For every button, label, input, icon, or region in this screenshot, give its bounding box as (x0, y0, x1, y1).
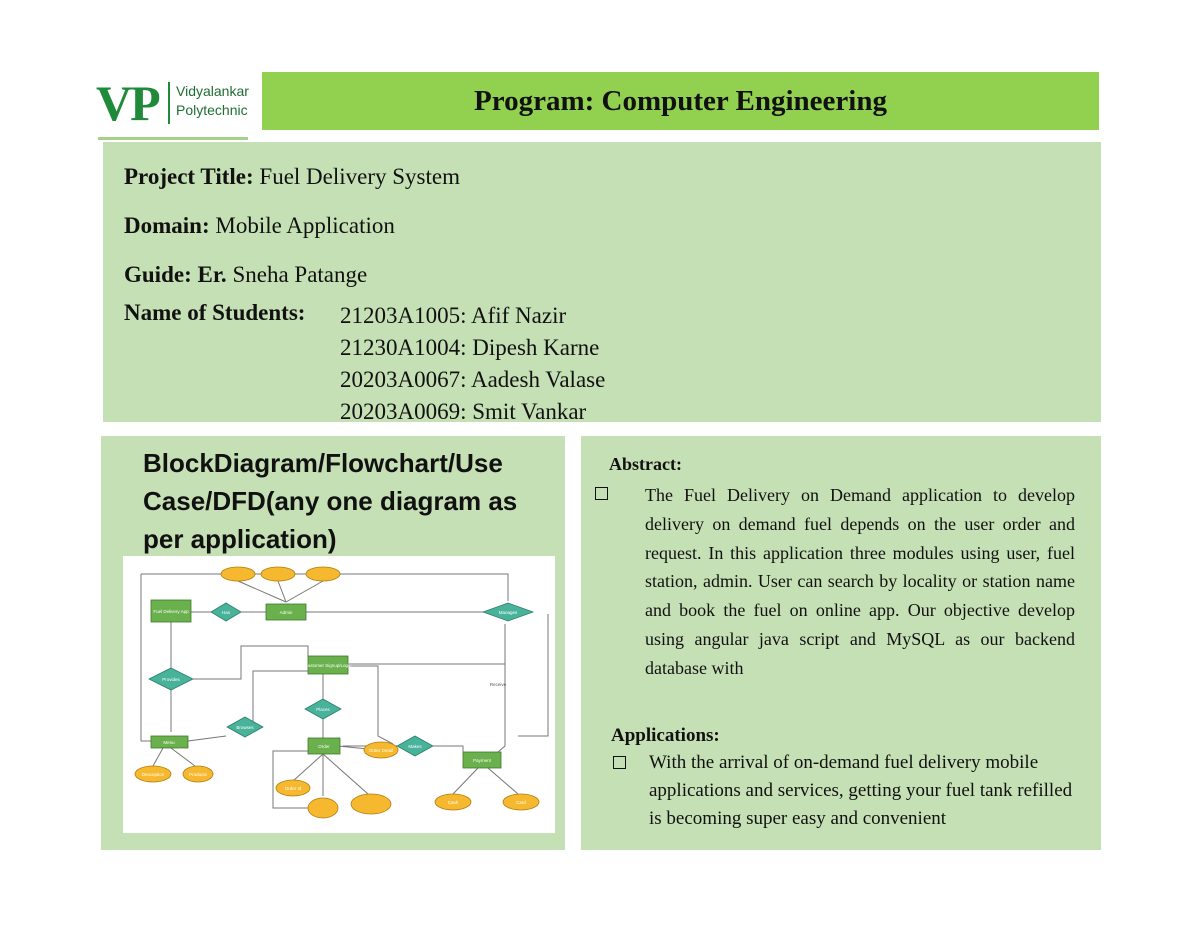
abstract-text: The Fuel Delivery on Demand application … (645, 485, 1075, 678)
attr-order-detail (363, 741, 399, 759)
project-title-label: Project Title: (124, 164, 254, 189)
domain-value: Mobile Application (215, 213, 395, 238)
domain-row: Domain: Mobile Application (124, 213, 395, 239)
logo-text: Vidyalankar Polytechnic (176, 82, 249, 120)
er-diagram-svg: Fuel Delivery App Has Admin Manages Prov… (134, 566, 549, 819)
checkbox-bullet-icon (595, 487, 608, 500)
rel-provides (148, 667, 194, 691)
checkbox-bullet-icon (613, 756, 626, 769)
logo-separator (168, 82, 170, 124)
rel-makes (396, 735, 434, 757)
label-makes: Makes (408, 744, 422, 749)
diagram-panel: BlockDiagram/Flowchart/Use Case/DFD(any … (101, 436, 565, 850)
attr-cash (434, 793, 472, 811)
logo-line-2: Polytechnic (176, 102, 248, 118)
guide-label: Guide: (124, 262, 192, 287)
domain-label: Domain: (124, 213, 210, 238)
guide-prefix: Er. (197, 262, 227, 287)
label-manages: Manages (499, 610, 518, 615)
abstract-heading: Abstract: (609, 454, 682, 474)
student-entry: 21230A1004: Dipesh Karne (340, 335, 600, 360)
rel-has (210, 602, 242, 622)
label-has: Has (222, 610, 231, 615)
attr-card (502, 793, 540, 811)
student-entry: 20203A0067: Aadesh Valase (340, 367, 606, 392)
entity-menu (150, 735, 189, 749)
attr-description (134, 765, 172, 783)
label-card: Card (516, 800, 526, 805)
label-payment: Payment (473, 758, 492, 763)
student-entry: 21203A1005: Afif Nazir (340, 303, 567, 328)
label-browses: Browses (236, 725, 254, 730)
program-title: Program: Computer Engineering (474, 84, 887, 117)
applications-heading: Applications: (611, 725, 720, 746)
abstract-panel: Abstract: The Fuel Delivery on Demand ap… (581, 436, 1101, 850)
entity-fuel-app (150, 599, 192, 623)
label-menu: Menu (163, 740, 175, 745)
program-header: Program: Computer Engineering (262, 72, 1099, 130)
institute-logo: VP Vidyalankar Polytechnic (96, 74, 258, 134)
attr-products (182, 765, 214, 783)
label-cash: Cash (448, 800, 459, 805)
rel-browses (226, 716, 264, 738)
project-title-value: Fuel Delivery System (259, 164, 460, 189)
label-order-detail: Order Detail (369, 748, 393, 753)
applications-text: With the arrival of on-demand fuel deliv… (649, 752, 1073, 829)
logo-mark: VP (96, 75, 161, 131)
student-entry: 20203A0069: Smit Vankar (340, 399, 587, 422)
label-customer: Customer Signup/Login (304, 663, 352, 668)
label-products: Products (189, 772, 208, 777)
guide-row: Guide: Er. Sneha Patange (124, 262, 367, 288)
label-admin: Admin (280, 610, 293, 615)
label-order: Order (318, 744, 330, 749)
project-info-panel: Project Title: Fuel Delivery System Doma… (103, 142, 1101, 422)
label-provides: Provides (162, 677, 180, 682)
rel-manages (481, 602, 535, 622)
students-list: 21203A1005: Afif Nazir 21230A1004: Dipes… (340, 300, 605, 422)
entity-customer (307, 655, 349, 675)
label-order-id: Order Id (285, 786, 302, 791)
students-label: Name of Students: (124, 300, 306, 325)
label-places: Places (316, 707, 330, 712)
entity-order (307, 737, 341, 755)
label-receive: Receive (490, 682, 507, 687)
entity-admin (265, 603, 307, 621)
logo-line-1: Vidyalankar (176, 83, 249, 99)
rel-places (304, 698, 342, 720)
er-diagram: Fuel Delivery App Has Admin Manages Prov… (123, 556, 555, 833)
diagram-section-title: BlockDiagram/Flowchart/Use Case/DFD(any … (143, 448, 518, 554)
project-title-row: Project Title: Fuel Delivery System (124, 164, 460, 190)
guide-value: Sneha Patange (232, 262, 368, 287)
entity-payment (462, 751, 502, 769)
label-fuel-app: Fuel Delivery App (153, 609, 189, 614)
label-description: Description (142, 772, 165, 777)
logo-underline (98, 137, 248, 140)
attr-order-id (275, 779, 311, 797)
students-label-row: Name of Students: (124, 300, 305, 326)
